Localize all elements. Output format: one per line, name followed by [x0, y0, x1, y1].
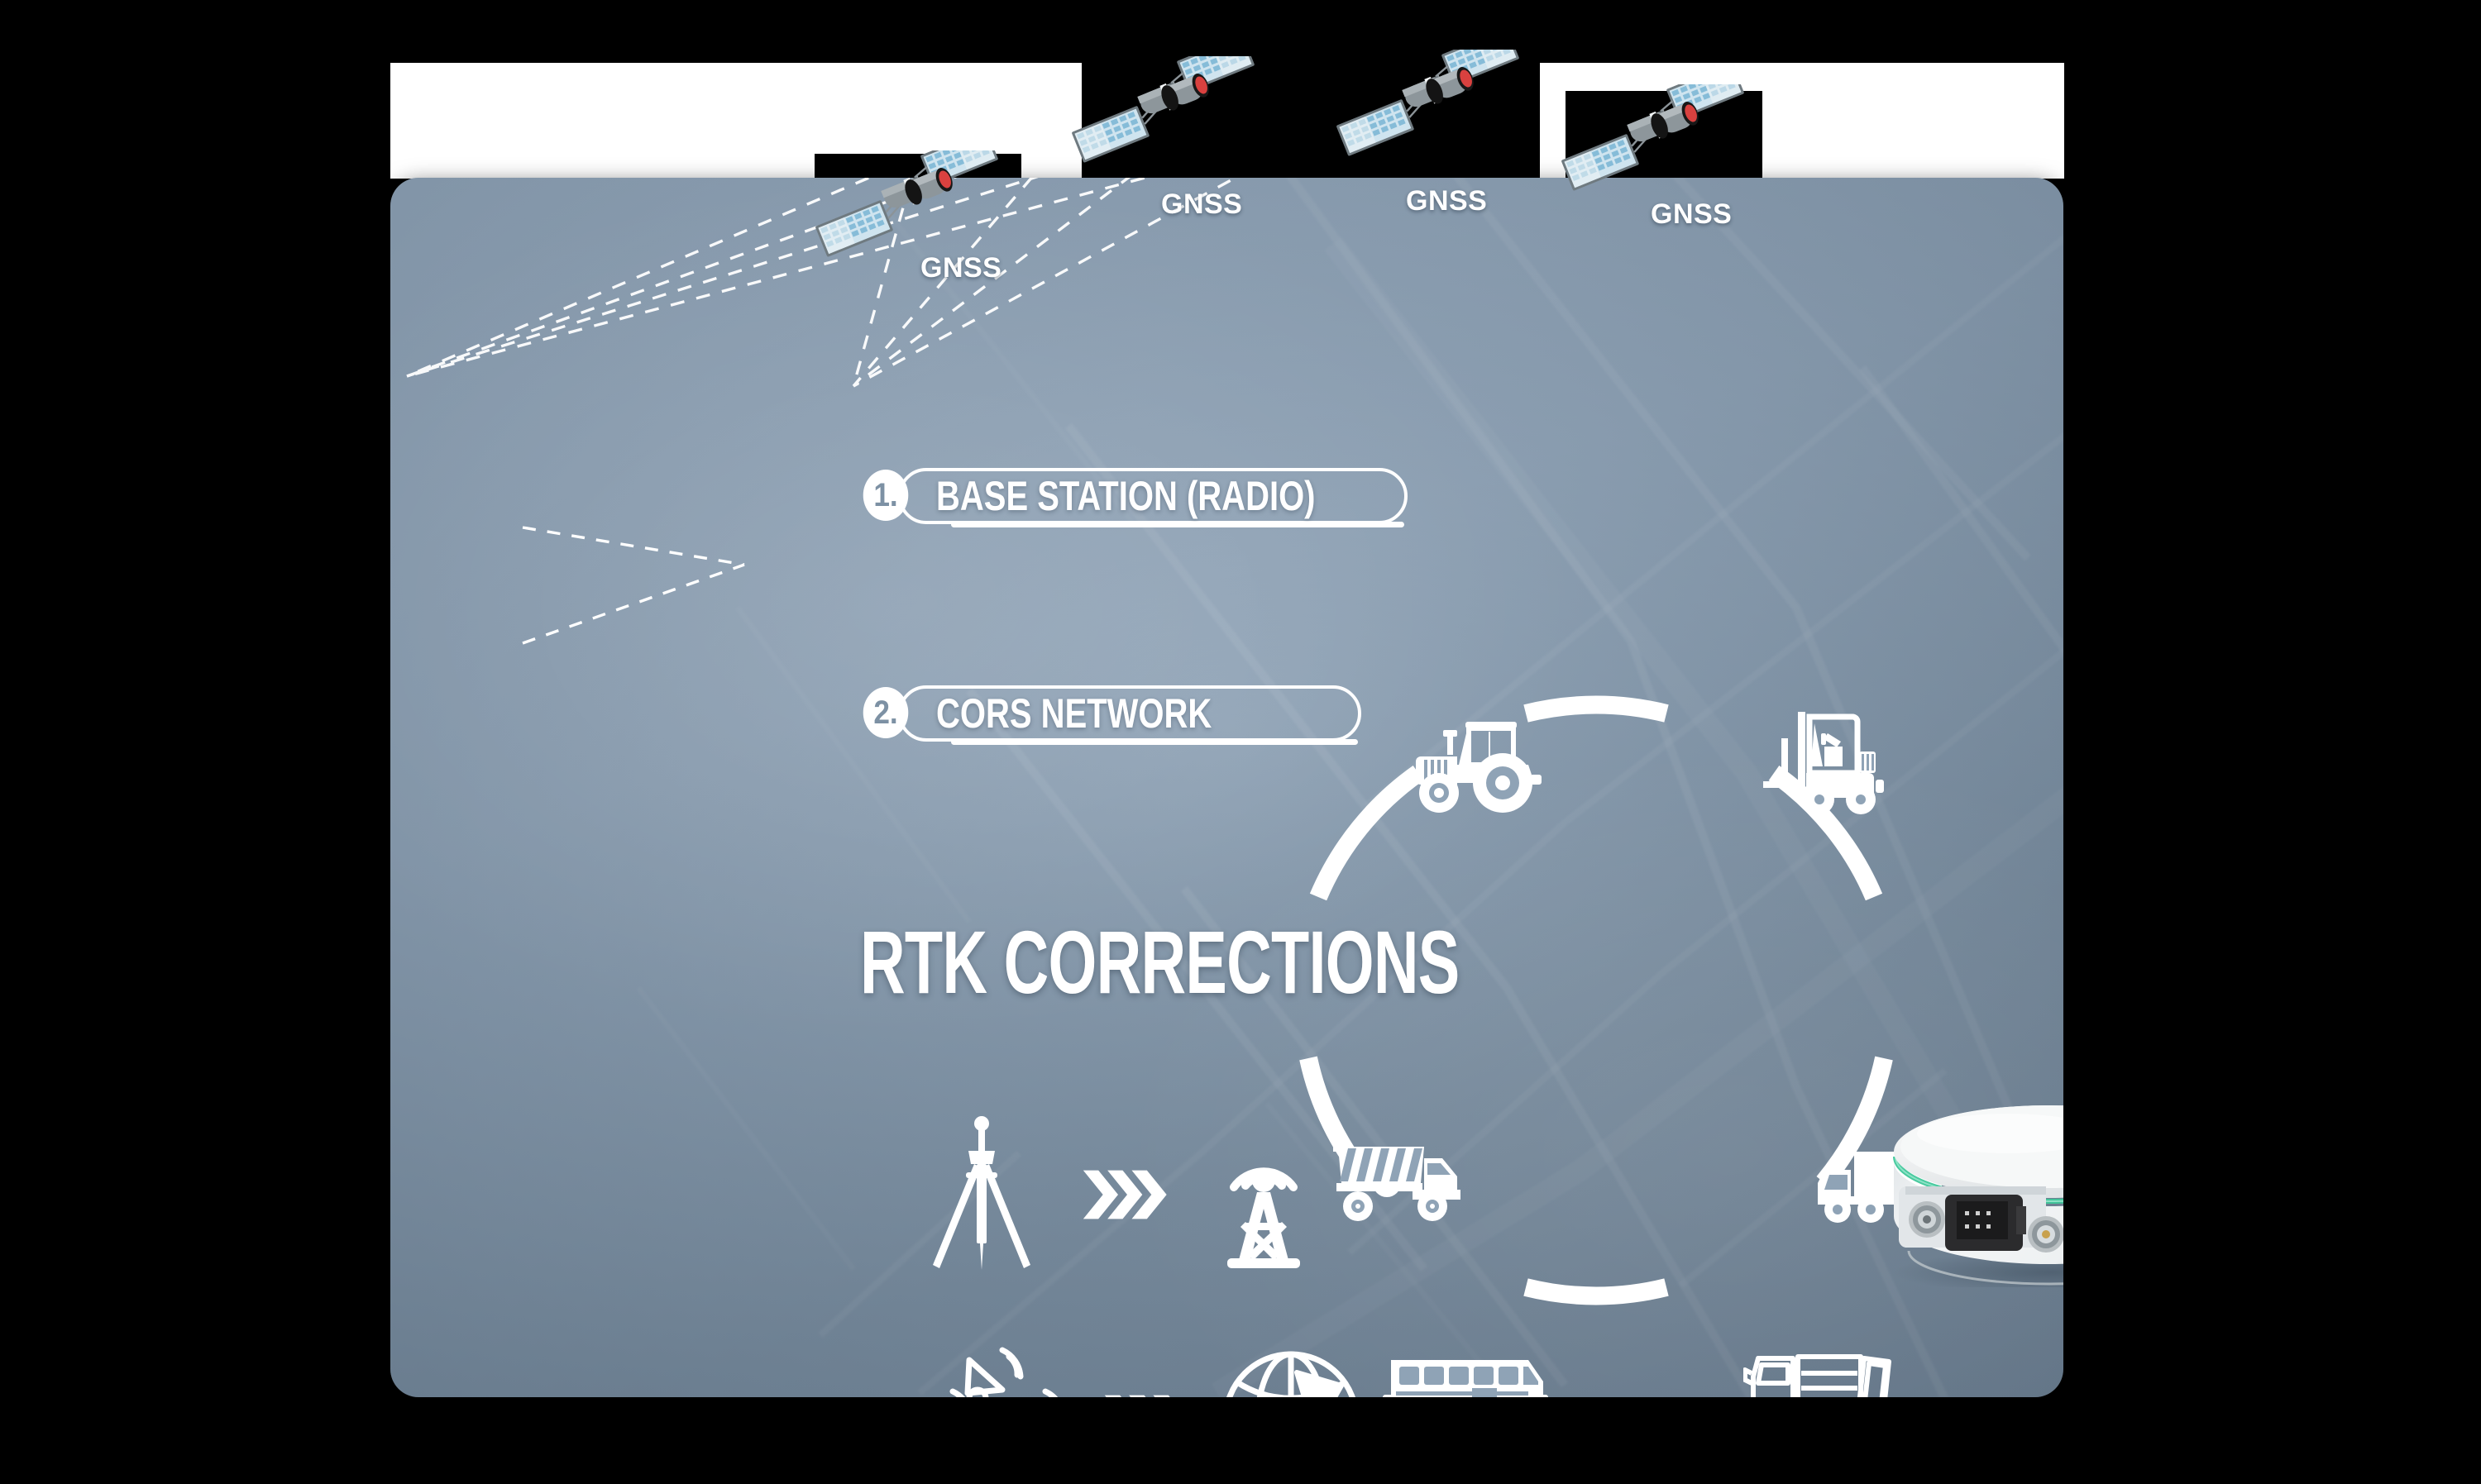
gnss-receiver-illustration: RTK BT [1893, 1105, 2063, 1287]
garbage-truck-icon [1743, 1354, 1891, 1397]
satellite-icon [815, 150, 998, 257]
satellite-1-label: GNSS [920, 252, 1002, 284]
satellite-2 [1065, 56, 1272, 164]
satellite-2-label: GNSS [1161, 188, 1243, 220]
ring-vehicle-garbage-truck [1743, 1343, 1897, 1397]
step-2-icon-row [911, 1345, 1429, 1397]
chevrons-right-icon [1104, 1395, 1170, 1397]
ring-vehicle-tractor [1409, 717, 1551, 816]
satellite-3 [1330, 50, 1537, 157]
satellite-dish-cluster-icon [949, 1347, 1059, 1397]
step-2-underline [951, 739, 1358, 745]
satellite-icon [1072, 56, 1255, 163]
chevrons-right-icon [1083, 1170, 1167, 1219]
gnss-receiver-device[interactable]: RTK BT [1859, 1097, 2063, 1287]
infographic-card: RTK CORRECTIONS 1. BASE STATION (RADIO) [390, 178, 2063, 1397]
radio-tower-icon [1227, 1167, 1300, 1268]
dump-truck-icon [1333, 1143, 1460, 1221]
step-1-underline [951, 522, 1404, 527]
forklift-icon [1763, 712, 1884, 814]
step-1-icon-row [920, 1116, 1401, 1273]
satellite-4-label: GNSS [1651, 198, 1733, 230]
satellite-1 [809, 150, 1016, 258]
ring-vehicle-dump-truck [1333, 1138, 1465, 1224]
step-1-label: BASE STATION (RADIO) [936, 473, 1316, 519]
ring-vehicle-bus [1383, 1350, 1548, 1397]
satellite-icon [1336, 50, 1519, 156]
tractor-icon [1416, 722, 1542, 813]
step-2-label: CORS NETWORK [936, 690, 1212, 737]
survey-tripod-icon [933, 1116, 1030, 1270]
satellite-icon [1561, 84, 1744, 191]
bus-icon [1383, 1360, 1548, 1397]
background-map-texture [818, 178, 2063, 1397]
ring-vehicle-forklift [1763, 709, 1889, 816]
satellite-3-label: GNSS [1406, 185, 1488, 217]
step-1-pill[interactable]: BASE STATION (RADIO) [898, 468, 1408, 524]
page-title: RTK CORRECTIONS [860, 912, 1460, 1012]
satellite-4 [1555, 84, 1762, 192]
globe-dish-icon [1226, 1351, 1355, 1397]
